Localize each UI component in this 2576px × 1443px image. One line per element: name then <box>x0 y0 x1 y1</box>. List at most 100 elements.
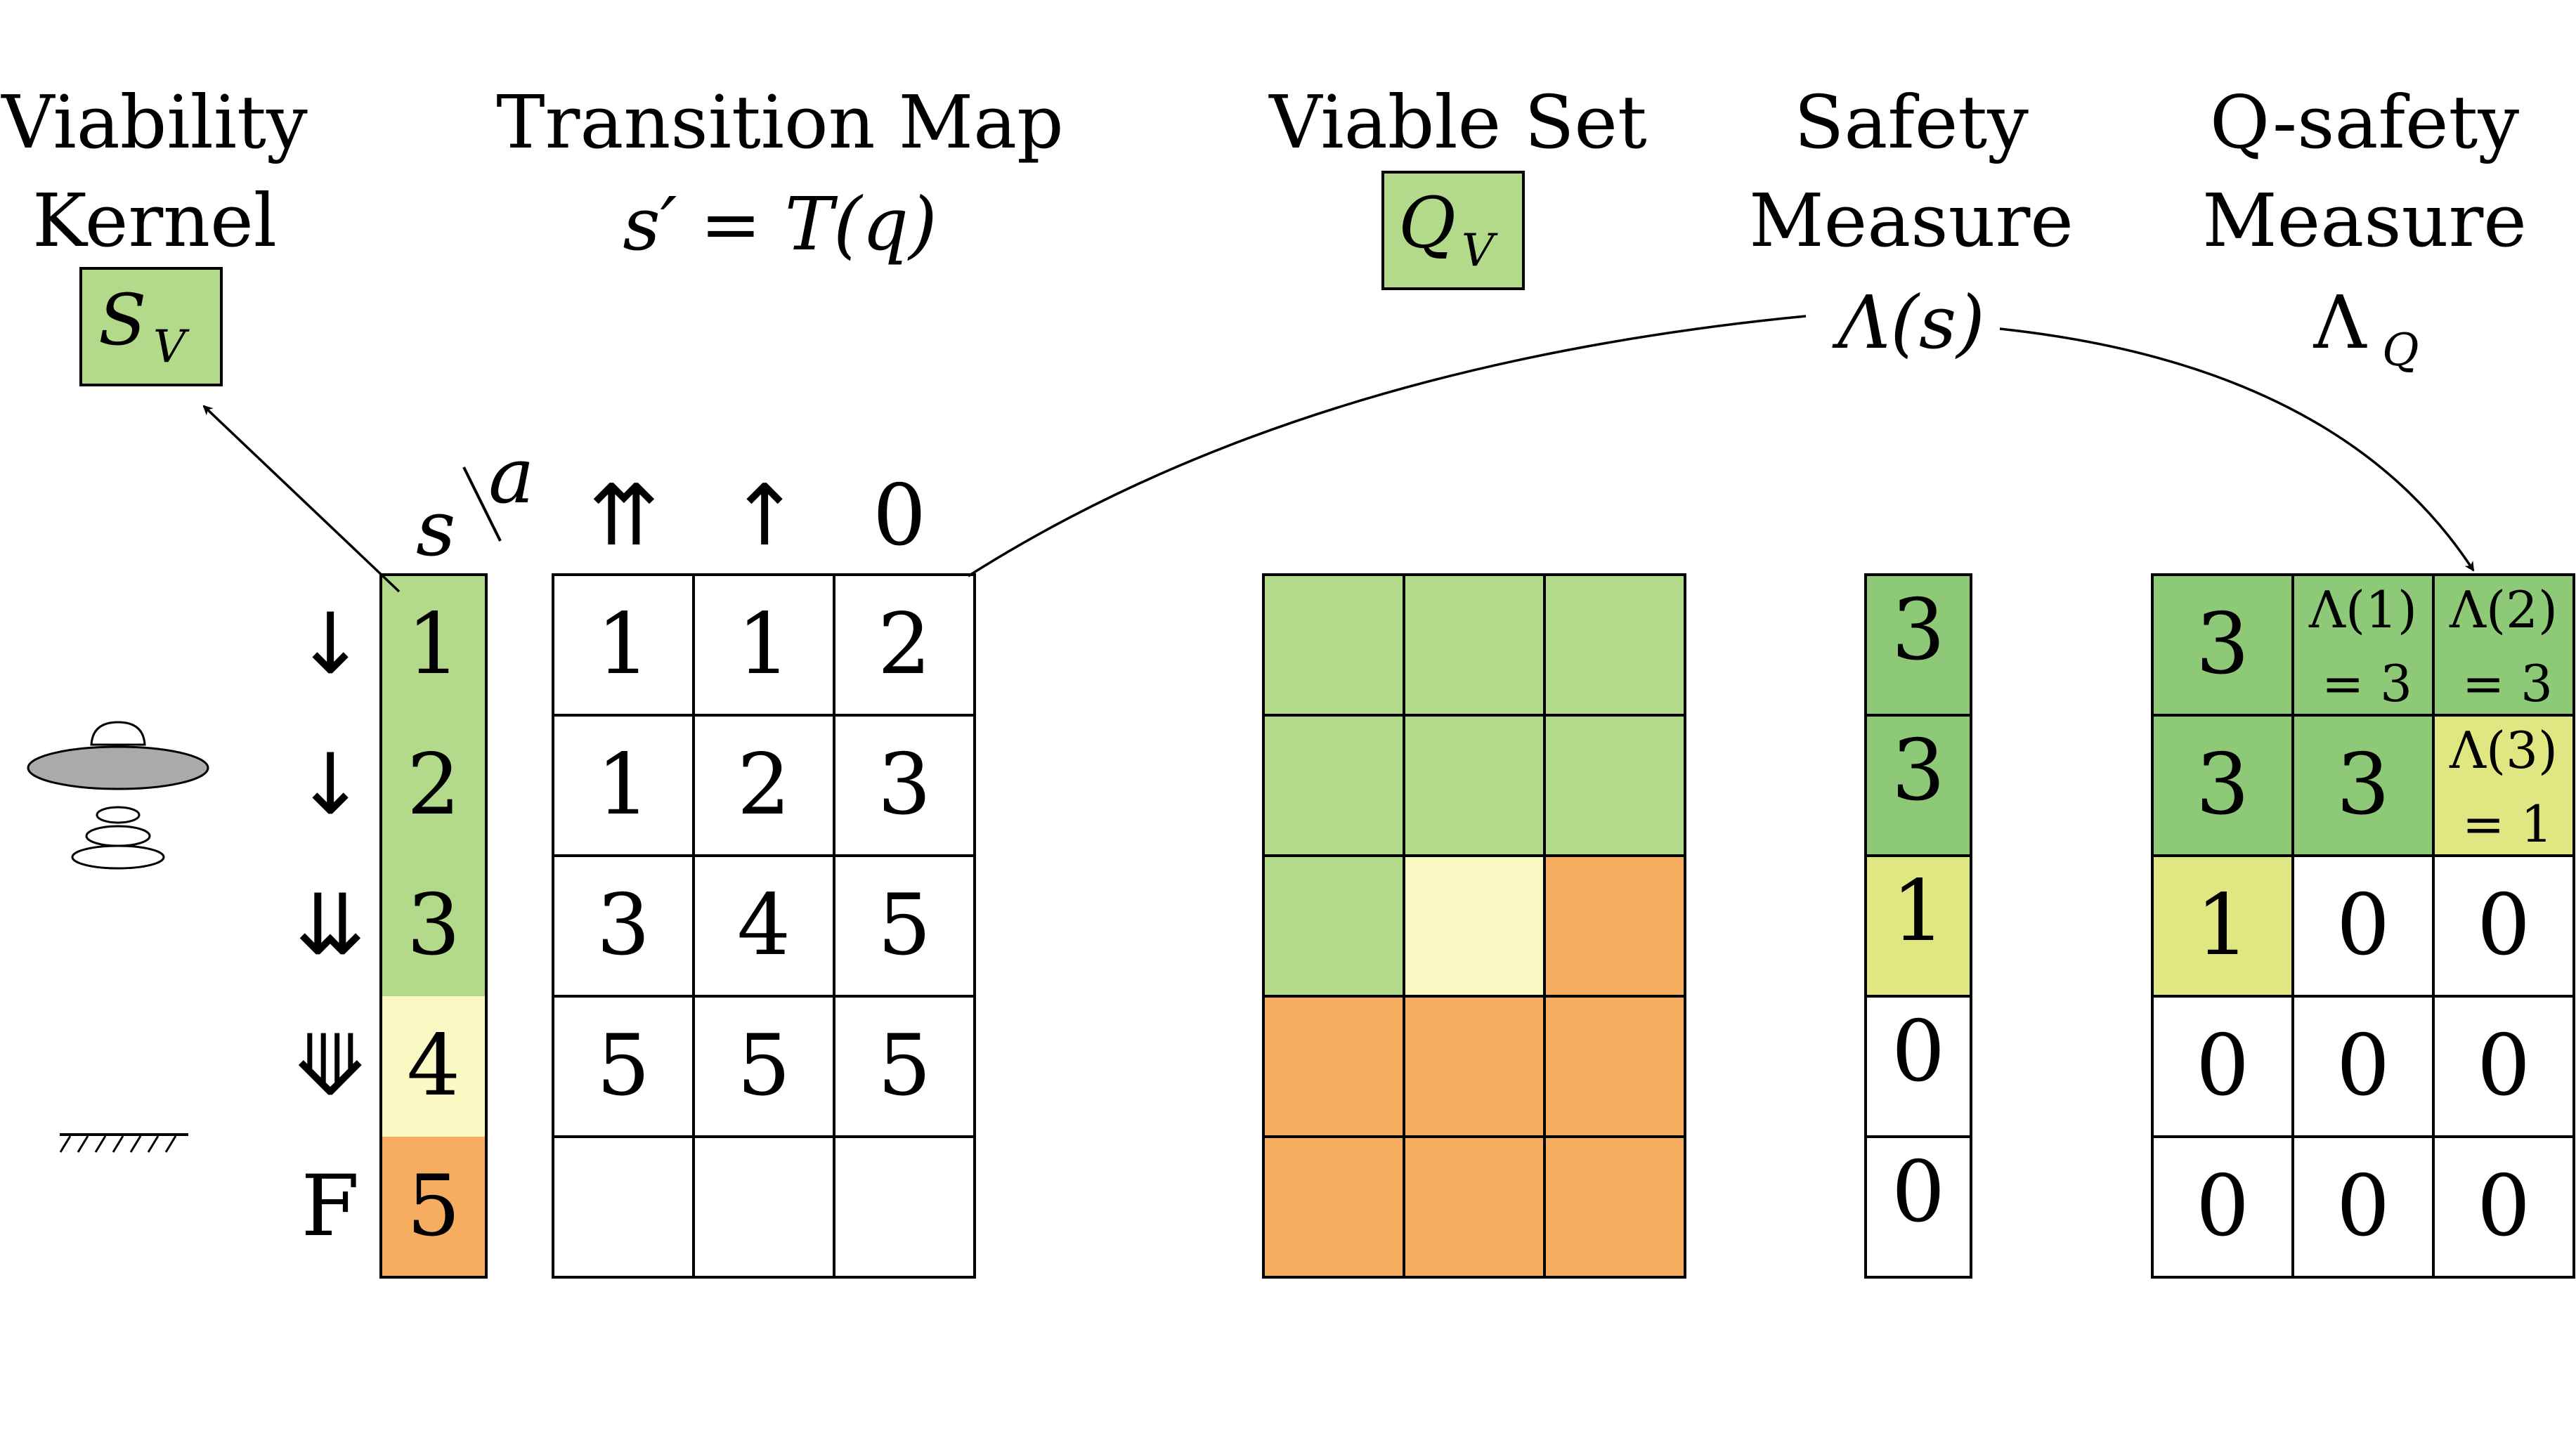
state-arrow-label: F <box>301 1158 359 1255</box>
safety-measure-column: 3 3 1 0 0 <box>1864 573 1972 1279</box>
transition-value: 3 <box>878 736 931 834</box>
hopper-robot-icon <box>27 721 209 870</box>
q-safety-value: 0 <box>2477 877 2530 974</box>
state-arrow-label: ⇊ <box>295 877 366 974</box>
state-cell <box>381 996 486 1137</box>
q-safety-cell <box>2291 714 2435 857</box>
qsafety-title-line2: Measure <box>2202 178 2527 263</box>
transition-cell <box>692 854 835 998</box>
viable-set-cell <box>1262 854 1405 998</box>
q-safety-cell <box>2432 714 2575 857</box>
action-labels: ⇈ ↑ 0 <box>589 467 926 565</box>
viable-subscript: V <box>1462 225 1498 277</box>
q-safety-annotation-line1: Λ(2) <box>2449 580 2558 639</box>
transition-value: 5 <box>878 1017 931 1115</box>
q-safety-annotation-line1: Λ(3) <box>2449 721 2558 780</box>
state-cell <box>381 856 486 996</box>
header-divider <box>462 466 502 542</box>
q-safety-value: 3 <box>2196 736 2249 834</box>
state-column-border <box>379 573 488 1279</box>
transition-value: 2 <box>737 736 791 834</box>
action-label: ⇈ <box>589 467 660 565</box>
transition-cell <box>552 854 695 998</box>
viable-set-cell <box>1262 1135 1405 1279</box>
viable-set-grid <box>1262 573 1686 1279</box>
viability-title-line2: Kernel <box>32 178 277 263</box>
transition-map-title: Transition Map s′ = T(q) <box>496 79 1063 267</box>
viable-set-cell <box>1403 854 1546 998</box>
state-arrow-label: ⟱ <box>295 1017 366 1115</box>
transition-value: 2 <box>878 596 931 693</box>
viability-title-line1: Viability <box>0 79 308 165</box>
transition-cell <box>552 714 695 857</box>
viable-set-cell <box>1262 573 1405 717</box>
safety-formula: Λ(s) <box>1832 280 1985 365</box>
transition-cell <box>833 995 976 1138</box>
q-safety-cell <box>2432 854 2575 998</box>
viable-set-cell <box>1543 995 1686 1138</box>
kernel-arrow <box>202 405 401 593</box>
state-cell <box>381 715 486 856</box>
q-safety-cell <box>2291 1135 2435 1279</box>
viable-set-cell <box>1262 714 1405 857</box>
transition-cell <box>833 714 976 857</box>
ground-icon <box>59 1133 188 1153</box>
q-safety-annotation-line1: Λ(1) <box>2308 580 2417 639</box>
q-safety-value: 3 <box>2196 596 2249 693</box>
transition-cell <box>552 1135 695 1279</box>
q-safety-value: 0 <box>2336 1158 2390 1255</box>
viable-set-cell <box>1403 995 1546 1138</box>
q-safety-cell <box>2151 995 2294 1138</box>
viable-set-cell <box>1403 714 1546 857</box>
viability-kernel-title: Viability Kernel <box>0 79 308 263</box>
safety-value: 1 <box>1892 863 1945 960</box>
q-safety-annotation-line2: = 1 <box>2462 795 2553 854</box>
viability-kernel-badge: S V <box>79 267 223 386</box>
viable-set-cell <box>1543 1135 1686 1279</box>
safety-title-line1: Safety <box>1794 79 2029 165</box>
viable-set-cell <box>1543 573 1686 717</box>
state-arrow-label: ↓ <box>295 736 366 834</box>
safety-title-line2: Measure <box>1749 178 2074 263</box>
q-safety-cell <box>2291 854 2435 998</box>
connector-arrows <box>202 315 2475 593</box>
transition-cell <box>833 1135 976 1279</box>
safety-value: 0 <box>1892 1144 1945 1241</box>
viable-set-cell <box>1543 714 1686 857</box>
action-label: 0 <box>873 467 926 565</box>
state-number: 1 <box>407 596 460 693</box>
state-arrows: ↓↓⇊⟱F <box>295 596 366 1255</box>
safety-cell <box>1864 573 1972 717</box>
q-safety-value: 0 <box>2336 877 2390 974</box>
q-safety-value: 1 <box>2196 877 2249 974</box>
action-label: ↑ <box>729 467 800 565</box>
state-number: 5 <box>407 1158 460 1255</box>
safety-value: 0 <box>1892 1003 1945 1101</box>
state-cell <box>381 575 486 715</box>
q-safety-cell <box>2151 714 2294 857</box>
viable-set-cell <box>1403 1135 1546 1279</box>
header-s-label: s <box>416 483 455 573</box>
safety-value: 3 <box>1892 582 1945 679</box>
transition-value: 1 <box>597 596 650 693</box>
transition-value: 1 <box>737 596 791 693</box>
transition-value: 4 <box>737 877 791 974</box>
viability-kernel-box <box>79 267 223 386</box>
viable-set-box <box>1381 171 1525 290</box>
q-safety-cell <box>2151 854 2294 998</box>
transition-value: 5 <box>597 1017 650 1115</box>
table-header: s a ⇈↑0 <box>416 431 926 573</box>
safety-to-qsafety-curve <box>1999 327 2475 572</box>
q-safety-value: 0 <box>2196 1017 2249 1115</box>
transition-cell <box>692 1135 835 1279</box>
transition-cell <box>833 573 976 717</box>
safety-measure-title: Safety Measure Λ(s) <box>1749 79 2074 365</box>
state-cell <box>381 1137 486 1277</box>
qsafety-symbol: Λ <box>2312 280 2367 365</box>
state-number: 3 <box>407 877 460 974</box>
viable-set-cell <box>1543 854 1686 998</box>
safety-value: 3 <box>1892 722 1945 820</box>
